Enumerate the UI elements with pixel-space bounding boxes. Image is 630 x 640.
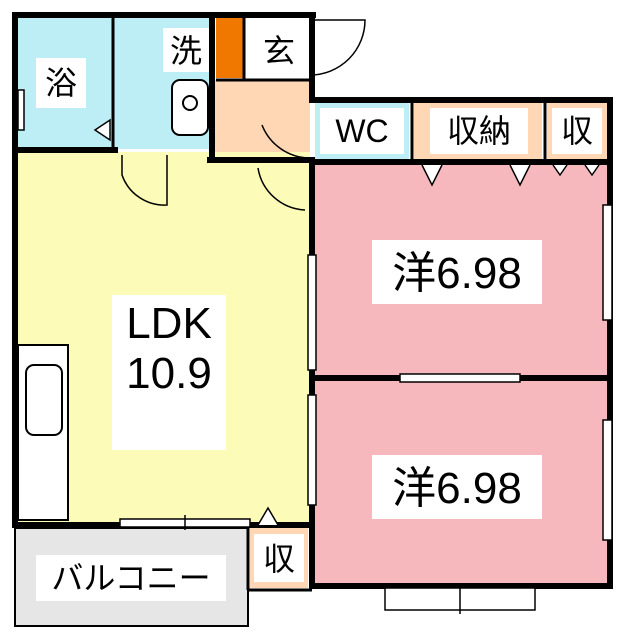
sliding-door-left-icon <box>307 254 317 371</box>
entrance-label: 玄 <box>263 33 295 69</box>
washroom-label: 洗 <box>170 33 202 69</box>
bath-window-icon <box>17 89 25 131</box>
storage-main-label: 収納 <box>447 113 511 149</box>
closet-door-icon-2 <box>509 164 531 187</box>
sliding-door-icon <box>399 373 521 383</box>
sink-icon <box>25 364 63 436</box>
sliding-door-left-lower-icon <box>307 394 317 506</box>
entrance-accent <box>216 18 244 78</box>
ldk-name-label: LDK <box>126 299 212 348</box>
entrance-area <box>211 80 310 160</box>
bedroom-upper-label: 洋6.98 <box>392 249 522 298</box>
storage-balcony-label: 収 <box>263 541 295 577</box>
closet-door-icon-3 <box>552 164 568 177</box>
windows <box>17 89 613 614</box>
window-right-lower-icon <box>602 419 613 541</box>
storage-small-label: 収 <box>561 113 593 149</box>
partitions <box>111 15 547 592</box>
ldk-size-label: 10.9 <box>126 349 212 398</box>
toilet-door-icon <box>261 124 311 159</box>
doors <box>93 19 600 526</box>
label-backgrounds <box>36 28 602 601</box>
closet-door-icon <box>421 164 443 187</box>
hall-door-icon <box>257 167 306 211</box>
basin-drain-icon <box>182 95 198 111</box>
ldk-door-icon <box>121 155 168 206</box>
closet-door-icon-4 <box>584 164 600 177</box>
balcony-label: バルコニー <box>51 560 210 596</box>
storage-door-icon <box>257 506 279 526</box>
bath-door-icon <box>93 118 111 142</box>
toilet-label: WC <box>335 113 388 149</box>
window-right-upper-icon <box>602 204 613 321</box>
bath-label: 浴 <box>45 65 77 101</box>
bedroom-lower-label: 洋6.98 <box>392 464 522 513</box>
entrance-door-icon <box>309 19 366 76</box>
